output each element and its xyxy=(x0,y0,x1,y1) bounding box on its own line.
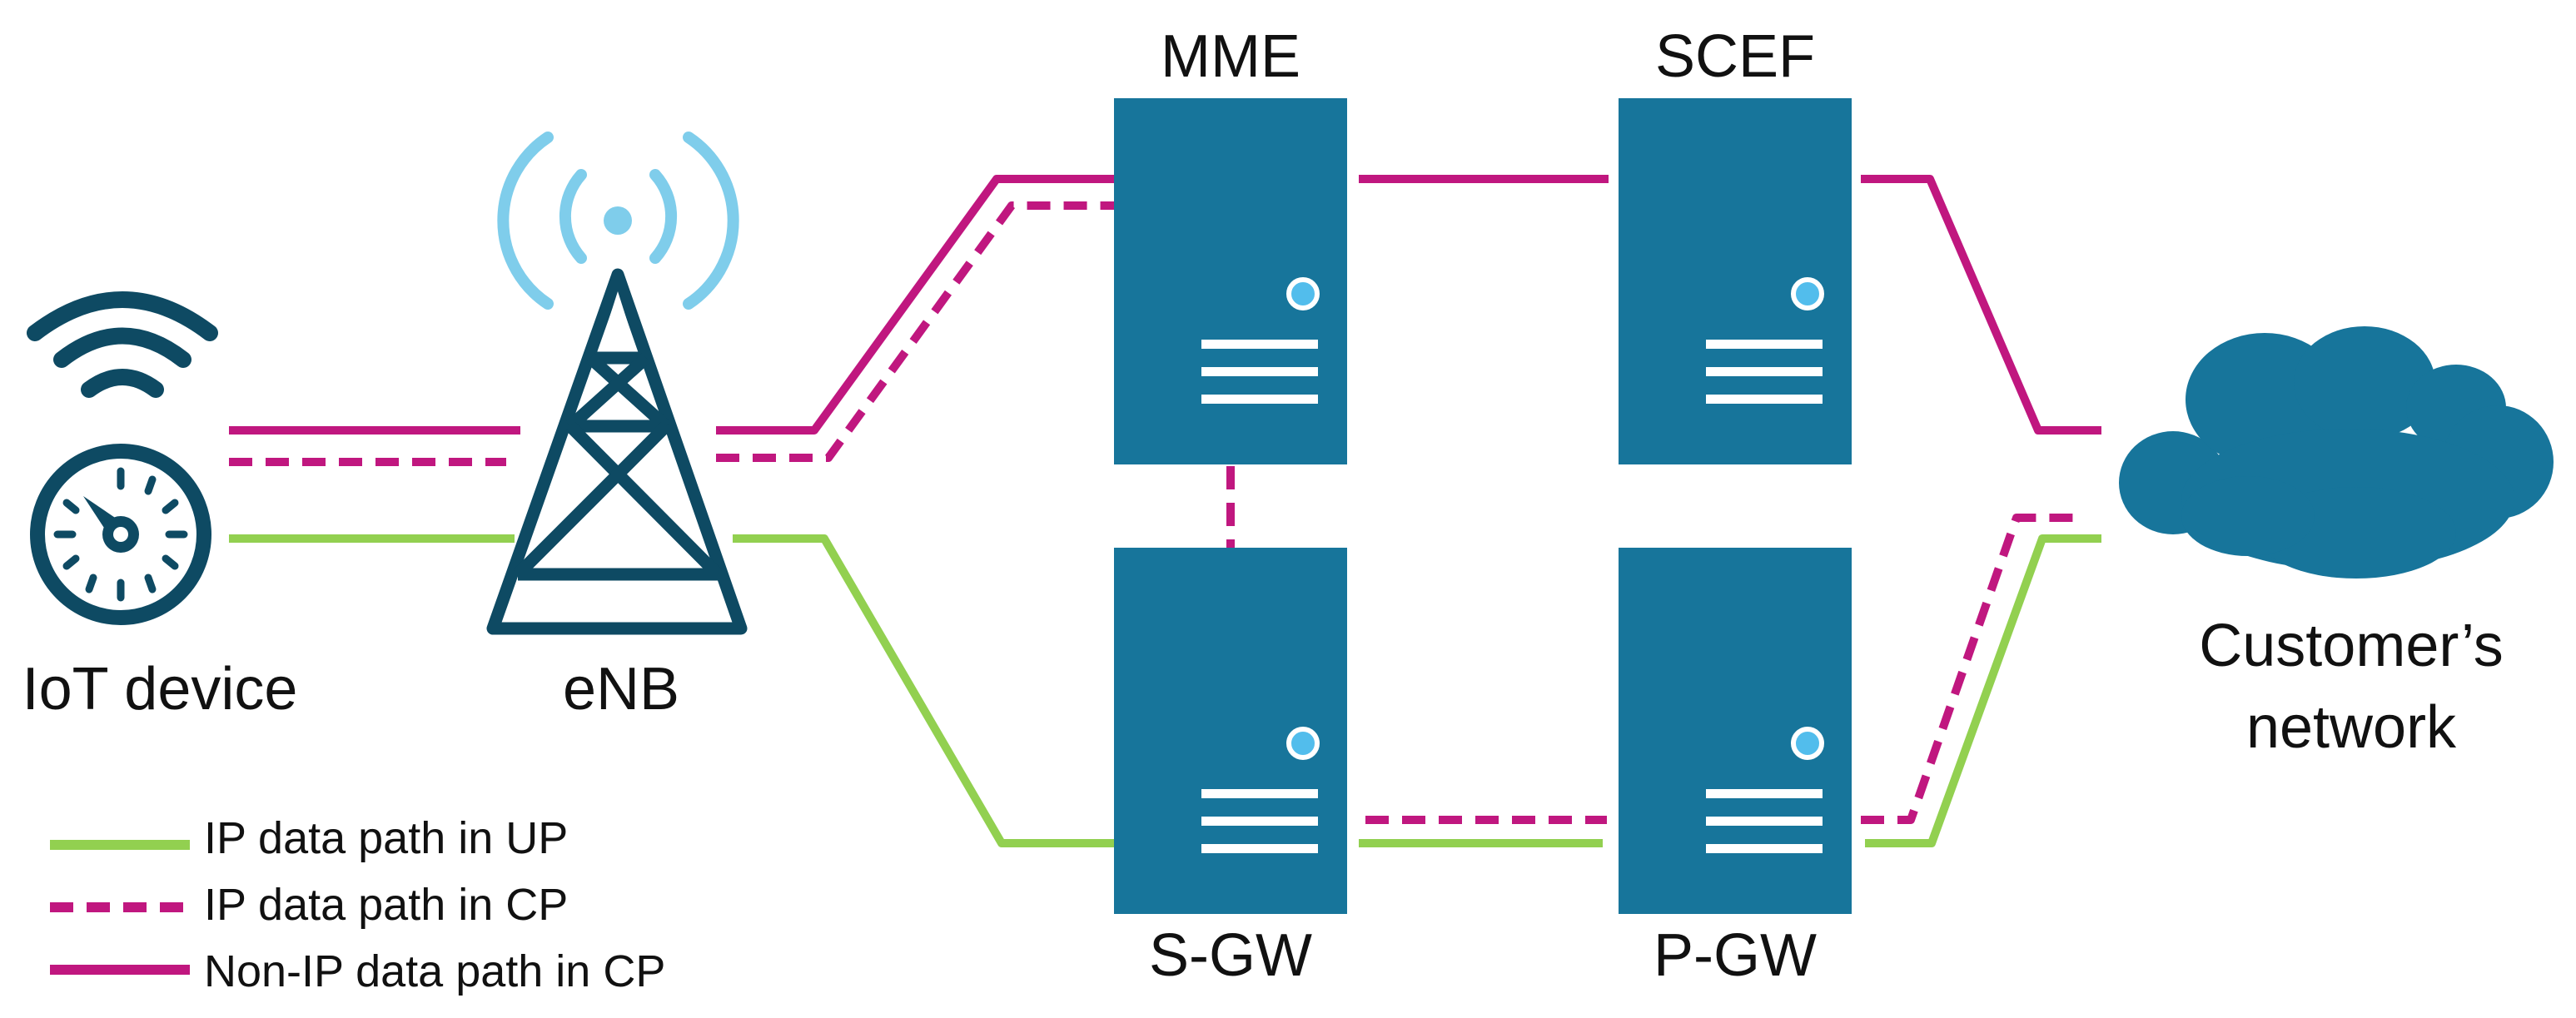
label-customer-network-line1: Customer’s xyxy=(2199,613,2503,679)
legend-label-nonip-cp: Non-IP data path in CP xyxy=(204,946,665,996)
path-nonip-scef-customer xyxy=(1861,175,2101,435)
legend-item-nonip-cp: Non-IP data path in CP xyxy=(50,946,665,996)
path-ipup-enb-sgw xyxy=(733,534,1114,847)
label-mme: MME xyxy=(1161,23,1300,90)
legend-label-ip-cp: IP data path in CP xyxy=(204,880,568,930)
label-scef: SCEF xyxy=(1655,23,1815,90)
path-ipup-pgw-customer xyxy=(1865,534,2101,847)
antenna-dot xyxy=(604,206,632,235)
legend-label-ip-up: IP data path in UP xyxy=(204,813,568,863)
legend-item-ip-cp: IP data path in CP xyxy=(50,880,568,930)
gauge-icon xyxy=(30,444,211,625)
tower-icon xyxy=(486,132,748,635)
label-sgw: S-GW xyxy=(1149,922,1312,989)
legend-item-ip-up: IP data path in UP xyxy=(50,813,568,863)
label-iot-device: IoT device xyxy=(22,656,298,723)
server-pgw-icon xyxy=(1619,548,1852,914)
path-ipcp-enb-mme xyxy=(716,201,1114,462)
label-pgw: P-GW xyxy=(1654,922,1817,989)
path-nonip-enb-mme xyxy=(716,175,1114,435)
server-scef-icon xyxy=(1619,98,1852,464)
label-enb: eNB xyxy=(563,656,679,723)
legend: IP data path in UP IP data path in CP No… xyxy=(50,813,665,996)
server-mme-icon xyxy=(1114,98,1347,464)
connection-paths xyxy=(229,175,2101,847)
path-ipcp-pgw-customer xyxy=(1861,514,2081,824)
cloud-icon xyxy=(2119,326,2554,579)
server-sgw-icon xyxy=(1114,548,1347,914)
iot-device-icon xyxy=(27,291,218,625)
wifi-icon xyxy=(27,291,218,398)
label-customer-network-line2: network xyxy=(2246,694,2457,761)
signal-waves-icon xyxy=(497,132,739,310)
node-labels: IoT device eNB MME SCEF S-GW P-GW Custom… xyxy=(22,23,2504,989)
